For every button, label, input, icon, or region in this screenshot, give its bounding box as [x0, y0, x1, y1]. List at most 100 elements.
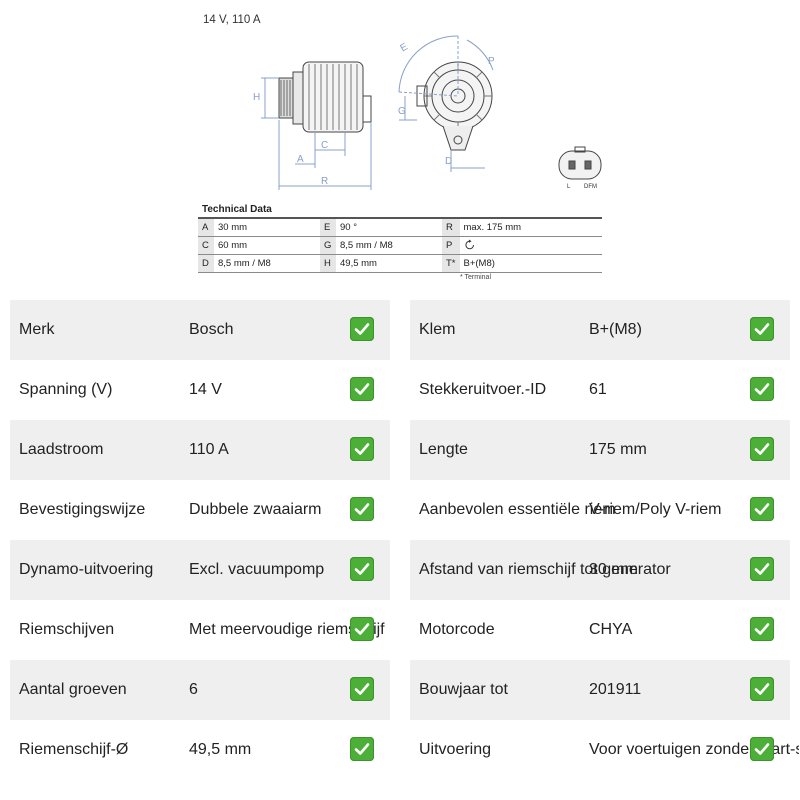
spec-label: Afstand van riemschijf tot generator [419, 561, 671, 578]
dim-letter-p: P [488, 56, 495, 67]
check-mark-icon [750, 677, 774, 701]
table-row: C 60 mm G 8,5 mm / M8 P [198, 236, 602, 255]
technical-data-title: Technical Data [202, 204, 272, 215]
connector-label-l: L [567, 184, 571, 190]
spec-column-left: Merk Bosch Spanning (V) 14 V Laadstroom … [10, 300, 390, 780]
spec-row: Aantal groeven 6 [10, 660, 390, 720]
check-mark-icon [350, 377, 374, 401]
spec-row: Aanbevolen essentiële riem V-riem/Poly V… [410, 480, 790, 540]
tech-value: 8,5 mm / M8 [336, 236, 442, 255]
tech-value: 30 mm [214, 218, 320, 237]
table-row: D 8,5 mm / M8 H 49,5 mm T* B+(M8) [198, 254, 602, 273]
dim-letter-r: R [321, 176, 328, 187]
table-row: A 30 mm E 90 ° R max. 175 mm [198, 218, 602, 237]
spec-label: Lengte [419, 441, 468, 458]
dim-letter-h: H [253, 92, 260, 103]
connector-label-dfm: DFM [584, 184, 597, 190]
technical-data: Technical Data A 30 mm E 90 ° R max. 175… [198, 203, 604, 283]
spec-value: Dubbele zwaaiarm [189, 501, 322, 518]
spec-label: Aantal groeven [19, 681, 127, 698]
spec-value: B+(M8) [589, 321, 642, 338]
rotation-arrow-icon [464, 240, 474, 250]
spec-value: V-riem/Poly V-riem [589, 501, 722, 518]
dim-letter-c: C [321, 140, 328, 151]
spec-label: Bevestigingswijze [19, 501, 146, 518]
spec-label: Dynamo-uitvoering [19, 561, 154, 578]
alternator-drawing: 14 V, 110 A [195, 0, 615, 205]
spec-row: Laadstroom 110 A [10, 420, 390, 480]
spec-row: Spanning (V) 14 V [10, 360, 390, 420]
spec-value: 49,5 mm [189, 741, 252, 758]
spec-label: Bouwjaar tot [419, 681, 508, 698]
spec-value: Voor voertuigen zonder start-stopsysteem [589, 741, 799, 758]
connector-pictogram: L DFM [558, 146, 602, 190]
check-mark-icon [750, 377, 774, 401]
tech-key: G [320, 236, 336, 255]
dim-letter-a: A [297, 154, 304, 165]
tech-key: C [198, 236, 214, 255]
spec-row: Bouwjaar tot 201911 [410, 660, 790, 720]
spec-value: 6 [189, 681, 198, 698]
dim-letter-e: E [399, 41, 411, 54]
spec-value: 61 [589, 381, 607, 398]
check-mark-icon [350, 617, 374, 641]
spec-value: Met meervoudige riemschijf [189, 621, 385, 638]
spec-value: 110 A [189, 441, 229, 458]
spec-label: Motorcode [419, 621, 495, 638]
spec-label: Stekkeruitvoer.-ID [419, 381, 547, 398]
technical-data-table: A 30 mm E 90 ° R max. 175 mm C 60 mm G 8… [198, 217, 602, 273]
check-mark-icon [350, 677, 374, 701]
spec-label: Laadstroom [19, 441, 104, 458]
spec-column-right: Klem B+(M8) Stekkeruitvoer.-ID 61 Lengte… [410, 300, 799, 780]
check-mark-icon [350, 437, 374, 461]
tech-key: P [442, 236, 460, 255]
tech-key: A [198, 218, 214, 237]
tech-key: R [442, 218, 460, 237]
spec-label: Aanbevolen essentiële riem [419, 501, 616, 518]
check-mark-icon [350, 497, 374, 521]
check-mark-icon [750, 557, 774, 581]
check-mark-icon [750, 317, 774, 341]
spec-value: Excl. vacuumpomp [189, 561, 325, 578]
table-footnote: * Terminal [460, 274, 491, 281]
spec-row: Lengte 175 mm [410, 420, 790, 480]
spec-row: Motorcode CHYA [410, 600, 790, 660]
check-mark-icon [750, 737, 774, 761]
tech-key: E [320, 218, 336, 237]
spec-value: 30 mm [589, 561, 638, 578]
check-mark-icon [350, 737, 374, 761]
tech-value: 60 mm [214, 236, 320, 255]
check-mark-icon [350, 557, 374, 581]
spec-label: Riemenschijf-Ø [19, 741, 129, 758]
tech-key: H [320, 254, 336, 273]
tech-value: 49,5 mm [336, 254, 442, 273]
tech-value: 8,5 mm / M8 [214, 254, 320, 273]
spec-row: Bevestigingswijze Dubbele zwaaiarm [10, 480, 390, 540]
spec-label: Spanning (V) [19, 381, 113, 398]
spec-value: 175 mm [589, 441, 647, 458]
tech-value [459, 236, 602, 255]
spec-label: Merk [19, 321, 55, 338]
dim-letter-g: G [398, 106, 406, 117]
spec-row: Uitvoering Voor voertuigen zonder start-… [410, 720, 799, 780]
spec-row: Dynamo-uitvoering Excl. vacuumpomp [10, 540, 390, 600]
spec-label: Klem [419, 321, 456, 338]
tech-key: D [198, 254, 214, 273]
check-mark-icon [350, 317, 374, 341]
check-mark-icon [750, 437, 774, 461]
tech-value: B+(M8) [459, 254, 602, 273]
spec-row: Riemenschijf-Ø 49,5 mm [10, 720, 390, 780]
spec-row: Merk Bosch [10, 300, 390, 360]
spec-row: Klem B+(M8) [410, 300, 790, 360]
spec-value: CHYA [589, 621, 633, 638]
alternator-technical-drawing: H A C R E P G D [253, 35, 495, 190]
spec-label: Uitvoering [419, 741, 492, 758]
check-mark-icon [750, 497, 774, 521]
spec-row: Stekkeruitvoer.-ID 61 [410, 360, 790, 420]
tech-value: max. 175 mm [459, 218, 602, 237]
tech-value: 90 ° [336, 218, 442, 237]
spec-value: Bosch [189, 321, 234, 338]
spec-row: Afstand van riemschijf tot generator 30 … [410, 540, 790, 600]
spec-row: Riemschijven Met meervoudige riemschijf [10, 600, 390, 660]
check-mark-icon [750, 617, 774, 641]
